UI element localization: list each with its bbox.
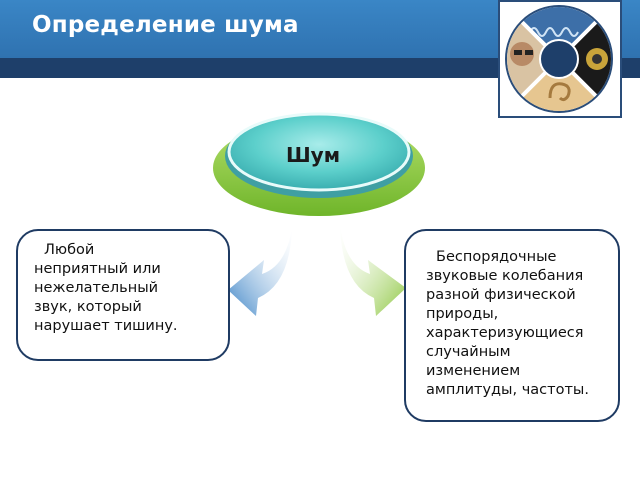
noise-collage-logo-icon [505,5,613,113]
definition-text-right: Беспорядочные звуковые колебания разной … [426,248,589,400]
text-line: звуковые колебания [426,268,584,284]
text-line: Любой [44,242,95,258]
text-line: характеризующиеся [426,325,584,341]
central-node-shape [213,112,425,216]
text-line: амплитуды, частоты. [426,382,589,398]
text-line: разной физической [426,287,576,303]
text-line: Беспорядочные [436,249,557,265]
left-arrow [228,228,292,316]
text-line: нежелательный [34,280,159,296]
logo-frame [498,0,622,118]
page-title: Определение шума [32,12,299,38]
right-arrow [340,226,406,316]
definition-box-right: Беспорядочные звуковые колебания разной … [404,229,620,422]
text-line: природы, [426,306,499,322]
header-strip [0,58,640,78]
definition-box-left: Любой неприятный или нежелательный звук,… [16,229,230,361]
text-line: звук, который [34,299,142,315]
text-line: изменением [426,363,521,379]
text-line: неприятный или [34,261,161,277]
central-node-label: Шум [285,143,341,167]
definition-text-left: Любой неприятный или нежелательный звук,… [34,241,178,336]
text-line: случайным [426,344,511,360]
text-line: нарушает тишину. [34,318,178,334]
